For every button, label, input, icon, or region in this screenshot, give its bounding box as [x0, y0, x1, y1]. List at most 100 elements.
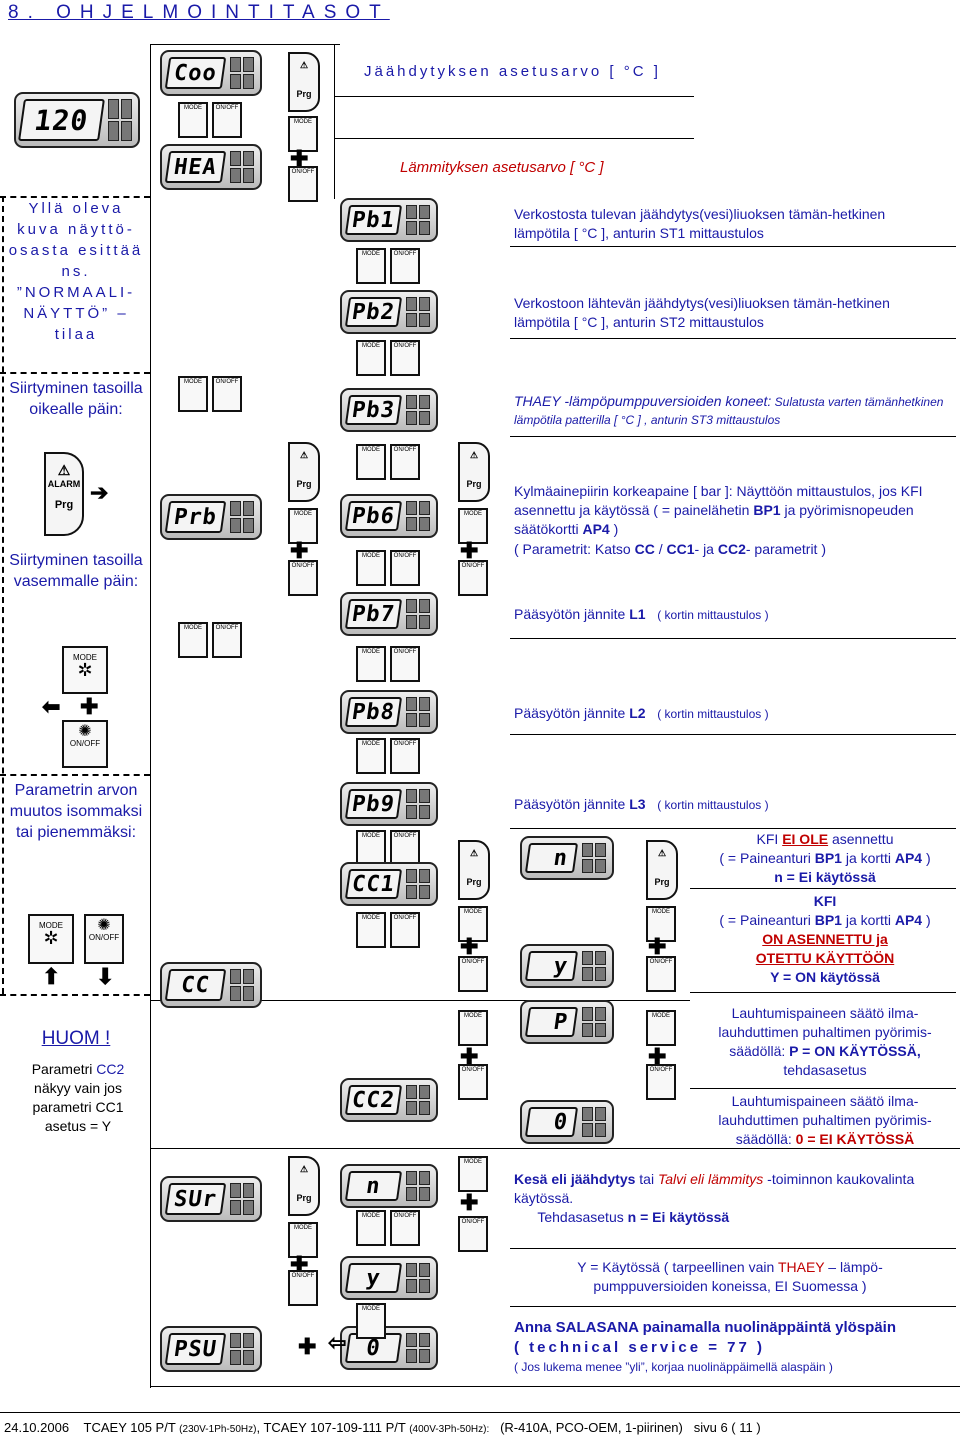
- plus-icon: ✚: [290, 146, 309, 171]
- onoff-button[interactable]: ON/OFF: [458, 1216, 490, 1252]
- pb9-text: Pääsyötön jännite L3 ( kortin mittaustul…: [514, 796, 769, 812]
- up-arrow-icon: ⬆: [42, 964, 61, 989]
- mode-button[interactable]: MODE✲: [28, 914, 74, 964]
- cc1-n-text: KFI EI OLE asennettu( = Paineanturi BP1 …: [719, 831, 931, 885]
- prb-display: Prb: [160, 494, 262, 540]
- cc2-0-text: Lauhtumispaineen säätö ilma-lauhduttimen…: [718, 1093, 932, 1147]
- divider: [510, 338, 956, 339]
- dashed-divider: [0, 994, 150, 996]
- pb1-text: Verkostosta tulevan jäähdytys(vesi)liuok…: [514, 206, 886, 241]
- onoff-button[interactable]: ON/OFF: [288, 166, 320, 202]
- pb6-params: ( Parametrit: Katso CC / CC1- ja CC2- pa…: [514, 541, 826, 557]
- plus-icon: ✚: [460, 538, 479, 563]
- mode-button[interactable]: MODE: [288, 116, 320, 152]
- param-change-text: Parametrin arvon muutos isommaksi tai pi…: [9, 782, 143, 841]
- alarm-prg-button[interactable]: ⚠Prg: [458, 840, 490, 900]
- divider: [150, 44, 340, 45]
- pb2-display: Pb2: [340, 290, 438, 334]
- plus-icon: ✚: [648, 1044, 667, 1069]
- mode-button[interactable]: MODE: [356, 1303, 388, 1339]
- mode-button[interactable]: MODE: [458, 508, 490, 544]
- mode-button[interactable]: MODE: [458, 906, 490, 942]
- coo-display: Coo: [160, 50, 262, 96]
- divider: [150, 1000, 690, 1001]
- y2-display: y: [340, 1256, 438, 1300]
- footer: 24.10.2006 TCAEY 105 P/T (230V-1Ph-50Hz)…: [4, 1420, 761, 1435]
- psu-note-text: ( Jos lukema menee ”yli”, korjaa nuolinä…: [514, 1360, 833, 1374]
- psu-service-text: ( technical service = 77 ): [514, 1339, 766, 1356]
- mode-button[interactable]: MODE: [288, 508, 320, 544]
- alarm-prg-button[interactable]: ⚠Prg: [288, 52, 320, 112]
- pb8-text: Pääsyötön jännite L2 ( kortin mittaustul…: [514, 705, 769, 721]
- sur-display: SUr: [160, 1176, 262, 1222]
- pb3-text: THAEY -lämpöpumppuversioiden koneet: Sul…: [514, 393, 944, 427]
- pb6-text: Kylmäainepiirin korkeapaine [ bar ]: Näy…: [514, 483, 923, 537]
- p-display: P: [520, 1000, 614, 1044]
- down-arrow-icon: ⬇: [96, 964, 115, 989]
- main-display: 120: [14, 92, 140, 148]
- divider: [150, 44, 151, 1388]
- mode-button[interactable]: MODE: [646, 1010, 678, 1046]
- plus-icon: ✚: [290, 538, 309, 563]
- pb6-display: Pb6: [340, 494, 438, 538]
- plus-icon: ✚: [648, 934, 667, 959]
- onoff-button[interactable]: ON/OFF: [458, 560, 490, 596]
- divider: [150, 1148, 960, 1149]
- onoff-button[interactable]: ON/OFF: [288, 560, 320, 596]
- onoff-button[interactable]: ON/OFF: [288, 1270, 320, 1306]
- page-title: 8. OHJELMOINTITASOT: [8, 2, 390, 23]
- pb7-display: Pb7: [340, 592, 438, 636]
- onoff-button[interactable]: ON/OFF: [646, 956, 678, 992]
- alarm-prg-button[interactable]: ⚠Prg: [458, 442, 490, 502]
- footer-divider: [0, 1412, 960, 1413]
- divider: [510, 1306, 956, 1307]
- plus-icon: ✚: [460, 1044, 479, 1069]
- normal-view-text: Yllä oleva kuva näyttö-osasta esittää ns…: [8, 200, 144, 343]
- sur-n-text: Kesä eli jäähdytys tai Talvi eli lämmity…: [514, 1171, 915, 1225]
- zero2-display: 0: [340, 1326, 438, 1370]
- onoff-button[interactable]: ✺ON/OFF: [62, 720, 108, 768]
- divider: [690, 1088, 956, 1089]
- mode-button[interactable]: MODE✲: [62, 646, 108, 694]
- onoff-button[interactable]: ✺ON/OFF: [84, 914, 124, 964]
- dashed-divider: [0, 196, 150, 198]
- cc-display: CC: [160, 962, 262, 1008]
- onoff-button[interactable]: ON/OFF: [458, 1064, 490, 1100]
- plus-icon: ✚: [460, 1190, 479, 1215]
- move-left-text: Siirtyminen tasoilla vasemmalle päin:: [9, 552, 143, 590]
- alarm-prg-button[interactable]: ⚠Prg: [288, 442, 320, 502]
- zero-display: 0: [520, 1100, 614, 1144]
- mode-button[interactable]: MODE: [458, 1010, 490, 1046]
- dashed-divider: [2, 196, 4, 994]
- alarm-prg-button[interactable]: ⚠Prg: [646, 840, 678, 900]
- onoff-button[interactable]: ON/OFF: [458, 956, 490, 992]
- huom-heading: HUOM !: [41, 1028, 111, 1049]
- pb3-display: Pb3: [340, 388, 438, 432]
- cc1-y-text: KFI( = Paineanturi BP1 ja kortti AP4 )ON…: [719, 893, 931, 985]
- alarm-prg-button[interactable]: ⚠Prg: [288, 1156, 320, 1216]
- divider: [334, 138, 694, 139]
- divider: [690, 992, 956, 993]
- mode-button[interactable]: MODE: [646, 906, 678, 942]
- psu-display: PSU: [160, 1326, 262, 1372]
- cc1-display: CC1: [340, 862, 438, 906]
- plus-icon: ✚: [80, 694, 99, 719]
- n2-display: n: [340, 1164, 438, 1208]
- mode-button[interactable]: MODE: [288, 1222, 320, 1258]
- mode-button[interactable]: MODE: [458, 1156, 490, 1192]
- left-arrow-icon: ⬅: [42, 694, 61, 719]
- onoff-button[interactable]: ON/OFF: [646, 1064, 678, 1100]
